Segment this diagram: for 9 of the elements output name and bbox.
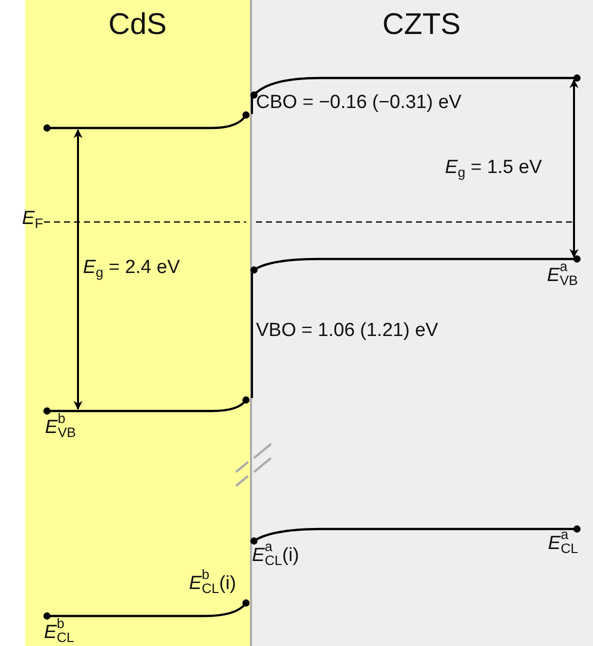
energy-label: VBO = 1.06 (1.21) eV — [256, 320, 438, 343]
energy-label: CBO = −0.16 (−0.31) eV — [256, 92, 462, 115]
energy-label: E$_{F}$ — [22, 208, 44, 231]
energy-label: E$_{g}$ = 2.4 eV — [83, 257, 180, 280]
material-name: CZTS — [382, 8, 461, 42]
energy-label: E$^{a}$$_{CL}$(i) — [252, 545, 300, 568]
material-region — [250, 0, 593, 646]
energy-label: E$_{g}$ = 1.5 eV — [445, 157, 542, 180]
material-name: CdS — [108, 8, 167, 42]
